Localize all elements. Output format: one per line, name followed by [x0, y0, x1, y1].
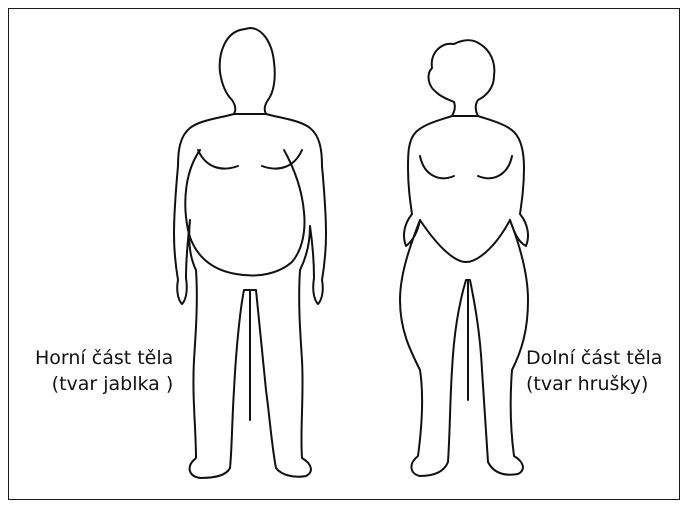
- apple-caption-line1: Horní část těla: [35, 345, 173, 371]
- pear-figure-chest: [420, 156, 512, 178]
- pear-figure-head: [429, 40, 495, 116]
- pear-figure-body: [400, 116, 528, 476]
- pear-caption-line1: Dolní část těla: [526, 345, 662, 371]
- pear-caption-line2: (tvar hrušky): [526, 371, 662, 397]
- apple-shape-figure: [174, 28, 326, 478]
- pear-figure-hips: [420, 220, 510, 262]
- pear-shape-figure: [400, 40, 528, 476]
- apple-shape-caption: Horní část těla (tvar jablka ): [35, 345, 173, 397]
- apple-caption-line2: (tvar jablka ): [35, 371, 173, 397]
- pear-shape-caption: Dolní část těla (tvar hrušky): [526, 345, 662, 397]
- apple-figure-head: [220, 28, 275, 114]
- apple-figure-belly: [185, 150, 304, 276]
